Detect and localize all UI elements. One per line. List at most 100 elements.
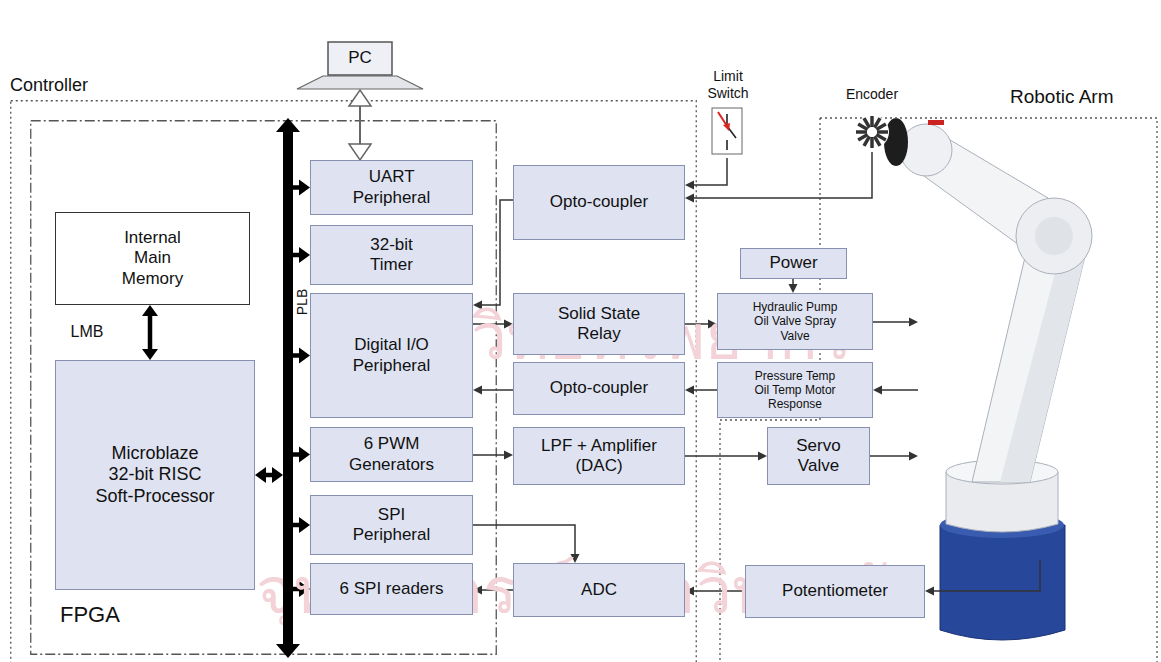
box-label: 6 PWM Generators — [337, 434, 447, 474]
fpga-region-label: FPGA — [60, 602, 120, 628]
monitor-base — [297, 76, 423, 89]
text-word: Microblaze — [111, 443, 198, 463]
box-label: LPF + Amplifier (DAC) — [529, 436, 669, 476]
text-word: Power — [769, 253, 817, 272]
connector — [694, 389, 717, 391]
controller-region-label: Controller — [10, 75, 88, 96]
robot-elbow-cap — [1035, 217, 1073, 255]
box-label: Opto-coupler — [550, 192, 648, 212]
peripheral-box: 32-bit Timer — [310, 225, 473, 285]
label-anchor: PC — [328, 42, 392, 75]
text-word: 6 — [364, 434, 373, 453]
memory-block: Internal Main Memory — [55, 212, 250, 305]
encoder-disc — [855, 115, 889, 149]
text-word: Oil — [754, 314, 769, 328]
text-word: I/O — [406, 335, 429, 354]
connector — [293, 587, 299, 592]
text-word: PC — [348, 48, 372, 67]
text-word: Pump — [806, 300, 837, 314]
device-box: Pressure Temp Oil Temp Motor Response — [717, 362, 873, 418]
box-label: Power — [769, 253, 817, 273]
text-word: + — [577, 436, 587, 455]
text-word: Switch — [707, 85, 748, 101]
connector — [685, 323, 708, 325]
text-word: Main — [134, 248, 171, 267]
text-word: Encoder — [846, 86, 898, 102]
region-outline — [720, 118, 1157, 662]
text-word: Peripheral — [353, 356, 431, 375]
region-outline — [11, 101, 697, 662]
box-label: Opto-coupler — [550, 378, 648, 398]
robot-lower-arm-shade — [1000, 246, 1086, 482]
robotic-arm-region-label: Robotic Arm — [1010, 86, 1113, 108]
box-label: UART Peripheral — [337, 167, 447, 207]
label-anchor: Encoder — [838, 86, 906, 103]
bus-arrowhead — [276, 118, 300, 132]
device-box: Servo Valve — [767, 427, 870, 485]
signal-wire — [882, 389, 918, 391]
plb-bus-shape — [283, 128, 293, 648]
box-label: Potentiometer — [782, 581, 888, 601]
connector — [694, 152, 872, 198]
text-word: Memory — [122, 269, 183, 288]
connector — [473, 454, 504, 456]
text-word: ADC — [581, 580, 617, 599]
bus-arrowhead — [276, 644, 300, 658]
label-anchor: FPGA — [60, 602, 120, 628]
text-word: Arm — [1079, 86, 1114, 107]
robot-base — [940, 525, 1065, 640]
box-label: 6 SPI readers — [340, 579, 444, 599]
text-word: Opto-coupler — [550, 378, 648, 397]
text-word: (DAC) — [575, 456, 622, 475]
label-anchor: Limit Switch — [703, 68, 753, 101]
peripheral-box: 6 SPI readers — [310, 563, 473, 615]
computer-icon: PC — [295, 40, 425, 90]
text-word: Digital — [354, 335, 401, 354]
text-word: Motor — [805, 383, 836, 397]
plb-bus-label: PLB — [295, 289, 309, 315]
text-word: Valve — [772, 314, 801, 328]
interface-box: ADC — [513, 563, 685, 617]
robot-wrist — [900, 124, 952, 176]
text-word: State — [600, 304, 640, 323]
interface-box: Opto-coupler — [513, 362, 685, 415]
computer-icon-label: PC — [348, 48, 372, 68]
device-box: Hydraulic Pump Oil Valve Spray Valve — [717, 293, 873, 350]
text-word: Robotic — [1010, 86, 1074, 107]
box-label: 32-bit Timer — [352, 235, 432, 275]
text-word: Servo — [796, 436, 840, 455]
encoder-slot — [875, 136, 881, 146]
connector — [359, 106, 361, 144]
interface-box: Opto-coupler — [513, 165, 685, 240]
connector — [473, 525, 575, 554]
label-anchor: Robotic Arm — [1010, 86, 1113, 108]
device-box: Power — [740, 248, 847, 279]
signal-wire — [873, 321, 909, 323]
peripheral-box: UART Peripheral — [310, 160, 473, 215]
switch-contact — [726, 140, 728, 150]
connector — [694, 590, 745, 592]
plb-bus: PLB — [283, 128, 293, 648]
text-word: Temp — [772, 383, 801, 397]
connector — [148, 316, 153, 349]
connector — [685, 455, 758, 457]
interface-box: Solid State Relay — [513, 293, 685, 355]
box-label: Microblaze 32-bit RISC Soft-Processor — [90, 443, 220, 507]
box-label: ADC — [581, 580, 617, 600]
connector — [482, 589, 513, 591]
text-word: Soft-Processor — [95, 486, 214, 506]
text-word: Peripheral — [353, 188, 431, 207]
encoder-slot — [856, 130, 867, 134]
robot-tool-face — [884, 118, 908, 166]
box-label: Solid State Relay — [544, 304, 654, 344]
device-box: Potentiometer — [745, 565, 925, 618]
text-word: Potentiometer — [782, 581, 888, 600]
processor-block: Microblaze 32-bit RISC Soft-Processor — [55, 360, 255, 590]
connector — [694, 158, 727, 185]
robot-wires — [870, 322, 1040, 591]
box-label: SPI Peripheral — [342, 505, 442, 545]
connector — [293, 185, 299, 190]
text-word: PLB — [294, 289, 310, 315]
encoder-slot — [858, 135, 868, 141]
limit-switch-label: Limit Switch — [703, 68, 753, 101]
